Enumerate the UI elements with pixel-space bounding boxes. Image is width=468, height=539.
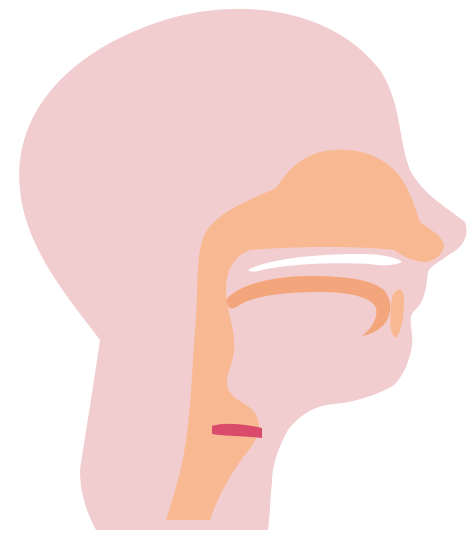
sagittal-head-illustration (0, 0, 468, 539)
vocal-tract-diagram (0, 0, 468, 539)
